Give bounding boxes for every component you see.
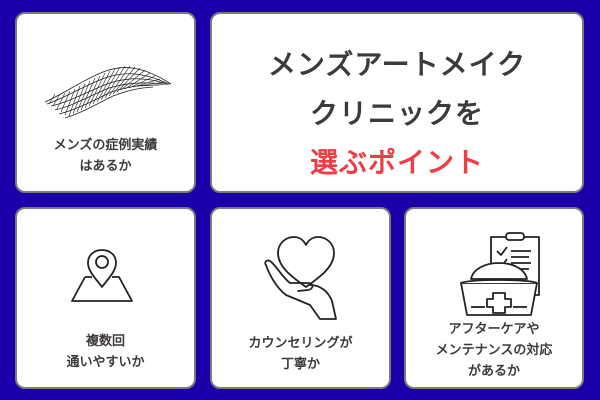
nurse-cap-clipboard-icon	[460, 232, 540, 316]
caption-line: メンズの症例実績	[53, 138, 158, 153]
caption-line: があるか	[467, 364, 520, 379]
point-card-case-record: メンズの症例実績 はあるか	[15, 12, 196, 193]
caption-line: メンテナンスの対応	[435, 343, 553, 358]
caption-line: カウンセリングが	[248, 336, 353, 351]
caption-line: アフターケアや	[448, 322, 540, 337]
title-card: メンズアートメイク クリニックを 選ぶポイント	[210, 12, 584, 193]
card-caption: カウンセリングが 丁寧か	[212, 333, 389, 375]
caption-line: 複数回	[85, 334, 125, 349]
card-caption: アフターケアや メンテナンスの対応 があるか	[406, 319, 582, 382]
point-card-access: 複数回 通いやすいか	[15, 207, 196, 389]
point-card-aftercare: アフターケアや メンテナンスの対応 があるか	[404, 207, 584, 389]
caption-line: はあるか	[79, 159, 132, 174]
title-line-3: 選ぶポイント	[309, 146, 484, 179]
caption-line: 丁寧か	[280, 357, 320, 372]
card-caption: 複数回 通いやすいか	[17, 331, 194, 373]
title-line-2: クリニックを	[309, 97, 484, 130]
caption-line: 通いやすいか	[66, 355, 145, 370]
page-title: メンズアートメイク クリニックを 選ぶポイント	[212, 40, 582, 187]
heart-hand-icon	[264, 236, 337, 320]
eyebrow-icon	[44, 65, 172, 119]
card-caption: メンズの症例実績 はあるか	[17, 135, 194, 177]
map-pin-icon	[71, 249, 133, 302]
point-card-counseling: カウンセリングが 丁寧か	[210, 207, 391, 389]
title-line-1: メンズアートメイク	[267, 48, 527, 81]
